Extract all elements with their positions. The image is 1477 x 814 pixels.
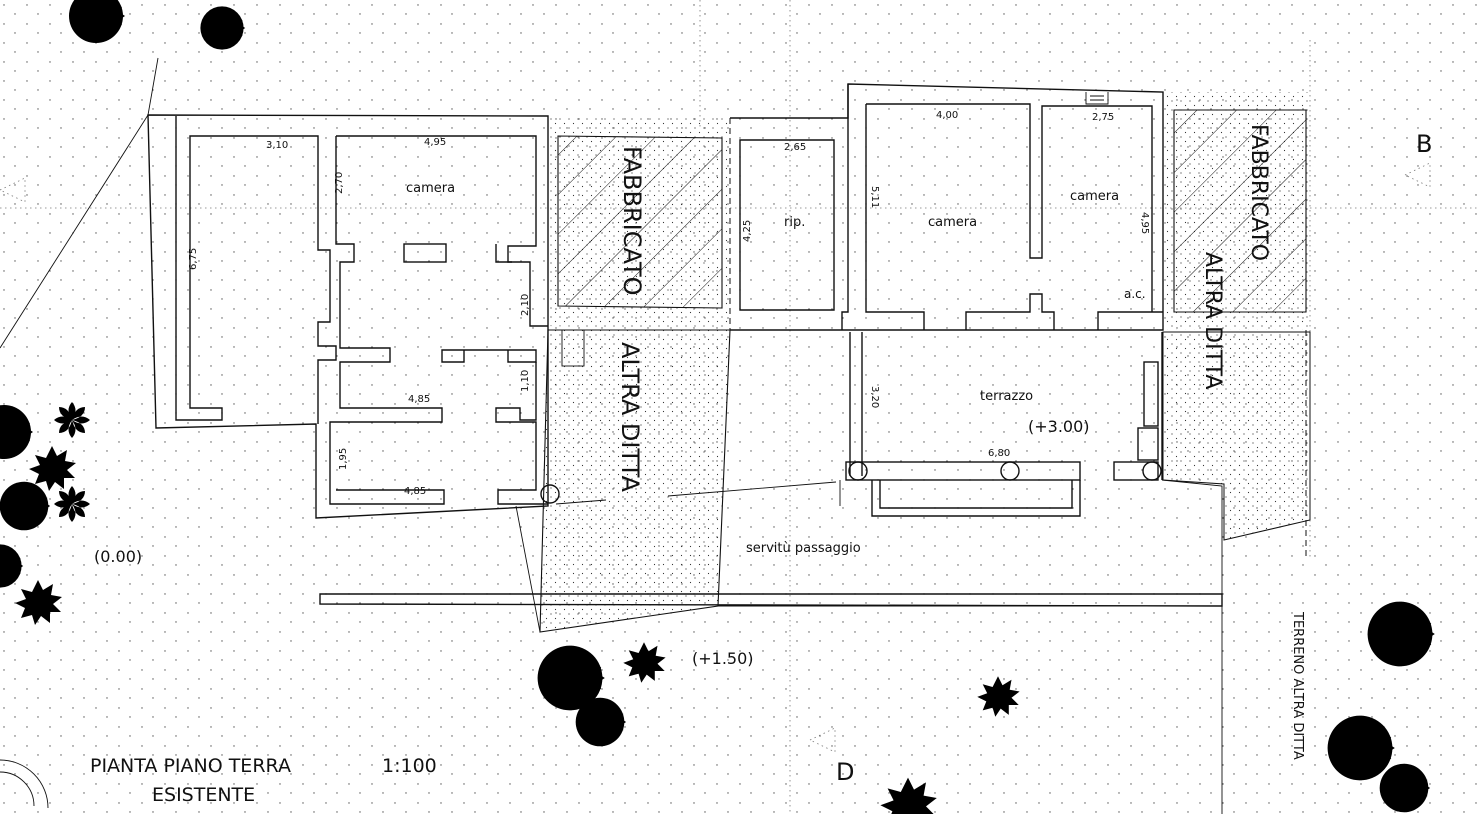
neighbor-label-terreno: TERRENO ALTRA DITTA: [1290, 611, 1305, 760]
section-marker-d: D: [836, 758, 854, 786]
plan-scale: 1:100: [382, 755, 437, 777]
dimension-label: 4,95: [1139, 212, 1150, 234]
terrace: [839, 332, 1163, 517]
dimension-label: 6,80: [988, 448, 1010, 459]
dimension-label: 3,10: [266, 140, 288, 151]
dimension-label: 6,75: [188, 248, 199, 270]
dimension-label: 5,11: [869, 186, 880, 208]
level-ground: (0.00): [94, 547, 142, 566]
plan-subtitle: ESISTENTE: [152, 784, 255, 806]
dimension-label: 4,95: [424, 137, 446, 148]
neighbor-label-fabbricato-2: FABBRICATO: [1246, 124, 1271, 261]
room-label-rip: rip.: [784, 215, 805, 230]
area-label-servitu: servitù passaggio: [746, 541, 861, 556]
neighbor-plots: [539, 329, 1311, 633]
dimension-label: 3,20: [869, 386, 880, 408]
level-yard: (+1.50): [692, 649, 754, 668]
dimension-label: 4,25: [742, 220, 753, 242]
labels: PIANTA PIANO TERRA ESISTENTE 1:100 B D (…: [90, 110, 1432, 806]
dimension-label: 2,10: [520, 294, 531, 316]
yard-outlines: [0, 479, 1223, 814]
dimension-label: 2,65: [784, 142, 806, 153]
dimension-label: 4,85: [408, 394, 430, 405]
dimension-label: 2,75: [1092, 112, 1114, 123]
main-building: [730, 83, 1164, 331]
neighbor-building-1: [547, 116, 731, 330]
dimension-label: 2,70: [334, 172, 345, 194]
neighbor-label-fabbricato-1: FABBRICATO: [618, 146, 646, 296]
room-label-camera-3: camera: [1070, 189, 1119, 204]
dimension-label: 1,10: [520, 370, 531, 392]
neighbor-building-2: [1163, 92, 1310, 330]
room-label-terrazzo: terrazzo: [980, 389, 1033, 404]
level-terrace: (+3.00): [1028, 417, 1090, 436]
neighbor-label-altra-ditta-2: ALTRA DITTA: [1200, 252, 1225, 389]
room-label-ac: a.c.: [1124, 287, 1146, 301]
dimension-label: 4,00: [936, 110, 958, 121]
dimension-label: 4,85: [404, 486, 426, 497]
dimension-label: 1,95: [338, 448, 349, 470]
neighbor-label-altra-ditta-1: ALTRA DITTA: [616, 342, 644, 492]
plan-title: PIANTA PIANO TERRA: [90, 755, 291, 777]
section-marker-b: B: [1416, 130, 1432, 158]
room-label-camera-2: camera: [928, 215, 977, 230]
room-label-camera-1: camera: [406, 181, 455, 196]
left-building: [0, 57, 585, 519]
